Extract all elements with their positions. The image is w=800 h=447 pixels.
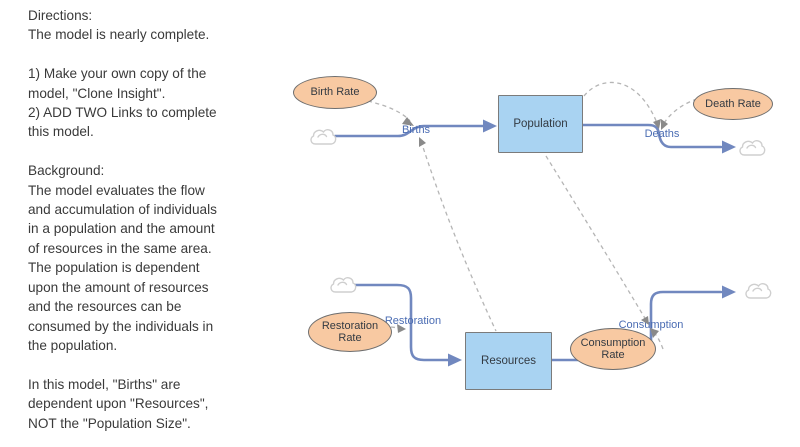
variable-restoration-rate-label: Restoration Rate — [321, 319, 379, 345]
flow-deaths-line[interactable] — [581, 123, 723, 149]
link-arrow-icon — [397, 324, 406, 333]
variable-death-rate[interactable]: Death Rate — [693, 88, 773, 120]
variable-consumption-rate-label: Consumption Rate — [580, 336, 646, 362]
flow-restoration-line[interactable] — [352, 283, 450, 362]
variable-birth-rate[interactable]: Birth Rate — [293, 76, 377, 109]
variable-birth-rate-label: Birth Rate — [310, 86, 360, 99]
flow-restoration-arrow — [448, 353, 462, 367]
variable-consumption-rate[interactable]: Consumption Rate — [570, 328, 656, 370]
flow-births-arrow — [483, 119, 497, 133]
link-arrow-icon — [641, 316, 649, 325]
flow-label-deaths[interactable]: Deaths — [644, 128, 680, 140]
link-arrow-icon — [653, 119, 661, 129]
link-population-consumption[interactable] — [545, 155, 647, 321]
link-arrow-icon — [650, 328, 659, 338]
variable-death-rate-label: Death Rate — [705, 97, 761, 110]
link-resources-births[interactable] — [420, 140, 497, 332]
stock-resources[interactable]: Resources — [465, 332, 552, 390]
stock-population-label: Population — [513, 118, 568, 130]
directions-text[interactable]: Directions: The model is nearly complete… — [28, 8, 217, 431]
link-arrow-icon — [402, 117, 414, 126]
flow-consumption-arrow — [722, 285, 736, 299]
variable-restoration-rate[interactable]: Restoration Rate — [308, 312, 392, 352]
link-population-deaths[interactable] — [583, 81, 658, 124]
flow-label-births[interactable]: Births — [401, 124, 431, 136]
stock-resources-label: Resources — [481, 355, 536, 367]
link-arrow-icon — [419, 137, 426, 147]
flow-deaths-arrow — [722, 140, 736, 154]
cloud-icon[interactable] — [745, 283, 772, 299]
flow-label-consumption[interactable]: Consumption — [618, 319, 684, 331]
flow-births-line[interactable] — [333, 124, 486, 138]
link-consumption-rate-consumption[interactable] — [652, 330, 664, 350]
cloud-icon[interactable] — [330, 277, 357, 293]
cloud-icon[interactable] — [739, 140, 766, 156]
cloud-icon[interactable] — [310, 129, 337, 145]
stock-population[interactable]: Population — [498, 95, 583, 153]
flow-label-restoration[interactable]: Restoration — [384, 315, 442, 327]
link-arrow-icon — [661, 119, 668, 130]
